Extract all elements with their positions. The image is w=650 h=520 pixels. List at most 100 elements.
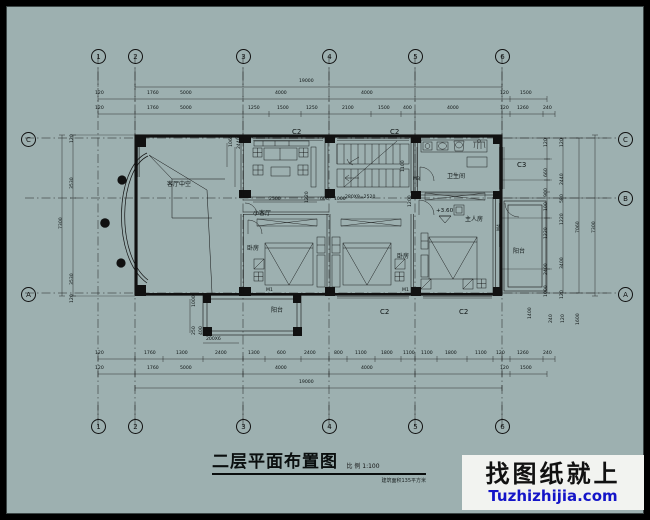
dim-top2-2: 5000	[180, 106, 192, 111]
grid-bubble-v-4-bottom[interactable]: 4	[322, 419, 337, 434]
dim-top1-3: 4000	[275, 91, 287, 96]
dim-top1-2: 5000	[180, 91, 192, 96]
dim-top2-8: 400	[403, 106, 412, 111]
dim-top2-7: 1500	[378, 106, 390, 111]
dim-left-0: 120	[70, 134, 75, 143]
dim-top1-4: 4000	[361, 91, 373, 96]
dim-interior-1220: 1220	[305, 191, 310, 203]
watermark-logo: 找图纸就上 Tuzhizhijia.com	[462, 455, 644, 510]
dim-right1-6: 1000	[544, 285, 549, 297]
door-tag-m4: M4	[497, 224, 502, 231]
room-label-bedroom-left: 卧房	[247, 245, 260, 252]
door-tag-m1-right: M1	[402, 288, 409, 293]
room-label-master-bedroom: 主人房	[465, 216, 484, 223]
dim-bot2-6: 1500	[520, 366, 532, 371]
grid-bubble-v-3-bottom[interactable]: 3	[236, 419, 251, 434]
grid-bubble-v-2-bottom[interactable]: 2	[128, 419, 143, 434]
dim-bot1-9: 1800	[381, 351, 393, 356]
grid-bubble-v-1[interactable]: 1	[91, 49, 106, 64]
dim-left-1: 3530	[70, 177, 75, 189]
grid-bubble-v-4[interactable]: 4	[322, 49, 337, 64]
dim-bot1-0: 120	[95, 351, 104, 356]
grid-bubble-v-5-bottom[interactable]: 5	[408, 419, 423, 434]
dim-bot1-14: 120	[496, 351, 505, 356]
dim-bot1-2: 1300	[176, 351, 188, 356]
door-tag-m3: M3	[413, 177, 420, 182]
grid-bubble-v-1-bottom[interactable]: 1	[91, 419, 106, 434]
dim-interior-1400: 1400	[528, 307, 533, 319]
dim-bot1-5: 600	[277, 351, 286, 356]
dim-top2-4: 1500	[277, 106, 289, 111]
dim-overall-top: 19000	[299, 79, 314, 84]
dim-left-total: 7300	[59, 217, 64, 229]
grid-bubble-h-a-right[interactable]: A	[618, 287, 633, 302]
dim-right-total-0: 7060	[576, 221, 581, 233]
room-label-balcony-south: 阳台	[271, 307, 284, 314]
dim-bot1-7: 800	[334, 351, 343, 356]
title-underline	[212, 473, 426, 475]
grid-bubble-h-c-right[interactable]: C	[618, 132, 633, 147]
dim-right2-1: 2440	[560, 173, 565, 185]
grid-bubble-h-b-right[interactable]: B	[618, 191, 633, 206]
dim-right2-4: 3400	[560, 257, 565, 269]
dim-bot1-11: 1100	[421, 351, 433, 356]
dim-balcony-1000: 1000	[192, 295, 197, 307]
dim-right-total-1: 7300	[592, 221, 597, 233]
floor-plan-drawing	[7, 7, 645, 515]
dim-bot2-1: 1760	[147, 366, 159, 371]
dim-top1-1: 1760	[147, 91, 159, 96]
room-label-bathroom: 卫生间	[447, 173, 466, 180]
dim-bot1-1: 1760	[144, 351, 156, 356]
grid-bubble-v-3[interactable]: 3	[236, 49, 251, 64]
room-label-bedroom-right: 卧房	[397, 253, 410, 260]
dim-balcony-400: 400	[199, 326, 204, 335]
dim-top2-6: 2100	[342, 106, 354, 111]
room-label-living-void: 客厅中空	[167, 181, 192, 188]
dim-interior-1000: 1000	[334, 197, 346, 202]
dim-interior-1100: 1100	[401, 160, 406, 172]
dim-interior-1065: 1065	[229, 135, 234, 147]
room-label-balcony-east: 阳台	[513, 248, 526, 255]
dim-bot1-13: 1100	[475, 351, 487, 356]
dim-top2-0: 120	[95, 106, 104, 111]
dim-balcony-250: 250	[192, 326, 197, 335]
dim-overall-bottom: 19000	[299, 380, 314, 385]
window-tag-c2-top-left: C2	[292, 128, 302, 136]
grid-bubble-h-c-left[interactable]: C	[21, 132, 36, 147]
dim-top2-12: 240	[543, 106, 552, 111]
grid-bubble-h-a-left[interactable]: A	[21, 287, 36, 302]
dim-left-3: 120	[70, 294, 75, 303]
dim-top2-1: 1760	[147, 106, 159, 111]
room-label-small-living: 小客厅	[253, 210, 272, 217]
dim-top2-11: 1260	[517, 106, 529, 111]
dim-top1-6: 1500	[520, 91, 532, 96]
dim-right2-0: 120	[560, 138, 565, 147]
plan-scale: 比 例 1:100	[346, 463, 380, 470]
drawing-sheet: 1 2 3 4 5 6 1 2 3 4 5 6 C A C B A 19000 …	[6, 6, 644, 514]
dim-bot1-3: 2400	[215, 351, 227, 356]
dim-bot1-10: 1100	[403, 351, 415, 356]
dim-bot2-5: 120	[500, 366, 509, 371]
dim-interior-600: 600	[320, 197, 329, 202]
dim-top1-5: 120	[500, 91, 509, 96]
window-tag-c3: C3	[517, 161, 527, 169]
title-subtitle: 建筑面积135平方米	[381, 477, 426, 484]
dim-left-2: 3530	[70, 273, 75, 285]
dim-bot1-6: 2400	[304, 351, 316, 356]
dim-bot1-4: 1300	[248, 351, 260, 356]
window-tag-c2-bot-right: C2	[459, 308, 469, 316]
dim-top1-0: 120	[95, 91, 104, 96]
grid-bubble-v-6-bottom[interactable]: 6	[495, 419, 510, 434]
dim-right1-4: 1220	[544, 227, 549, 239]
elevation-marker: +3.60	[436, 208, 454, 214]
dim-top2-9: 4000	[447, 106, 459, 111]
title-block: 二层平面布置图 比 例 1:100 建筑面积135平方米	[212, 447, 442, 484]
grid-bubble-v-2[interactable]: 2	[128, 49, 143, 64]
grid-bubble-v-6[interactable]: 6	[495, 49, 510, 64]
dim-interior-1600: 1600	[576, 313, 581, 325]
dim-top2-3: 1250	[248, 106, 260, 111]
grid-bubble-v-5[interactable]: 5	[408, 49, 423, 64]
dim-bot2-0: 120	[95, 366, 104, 371]
page-title: 二层平面布置图	[212, 452, 338, 472]
